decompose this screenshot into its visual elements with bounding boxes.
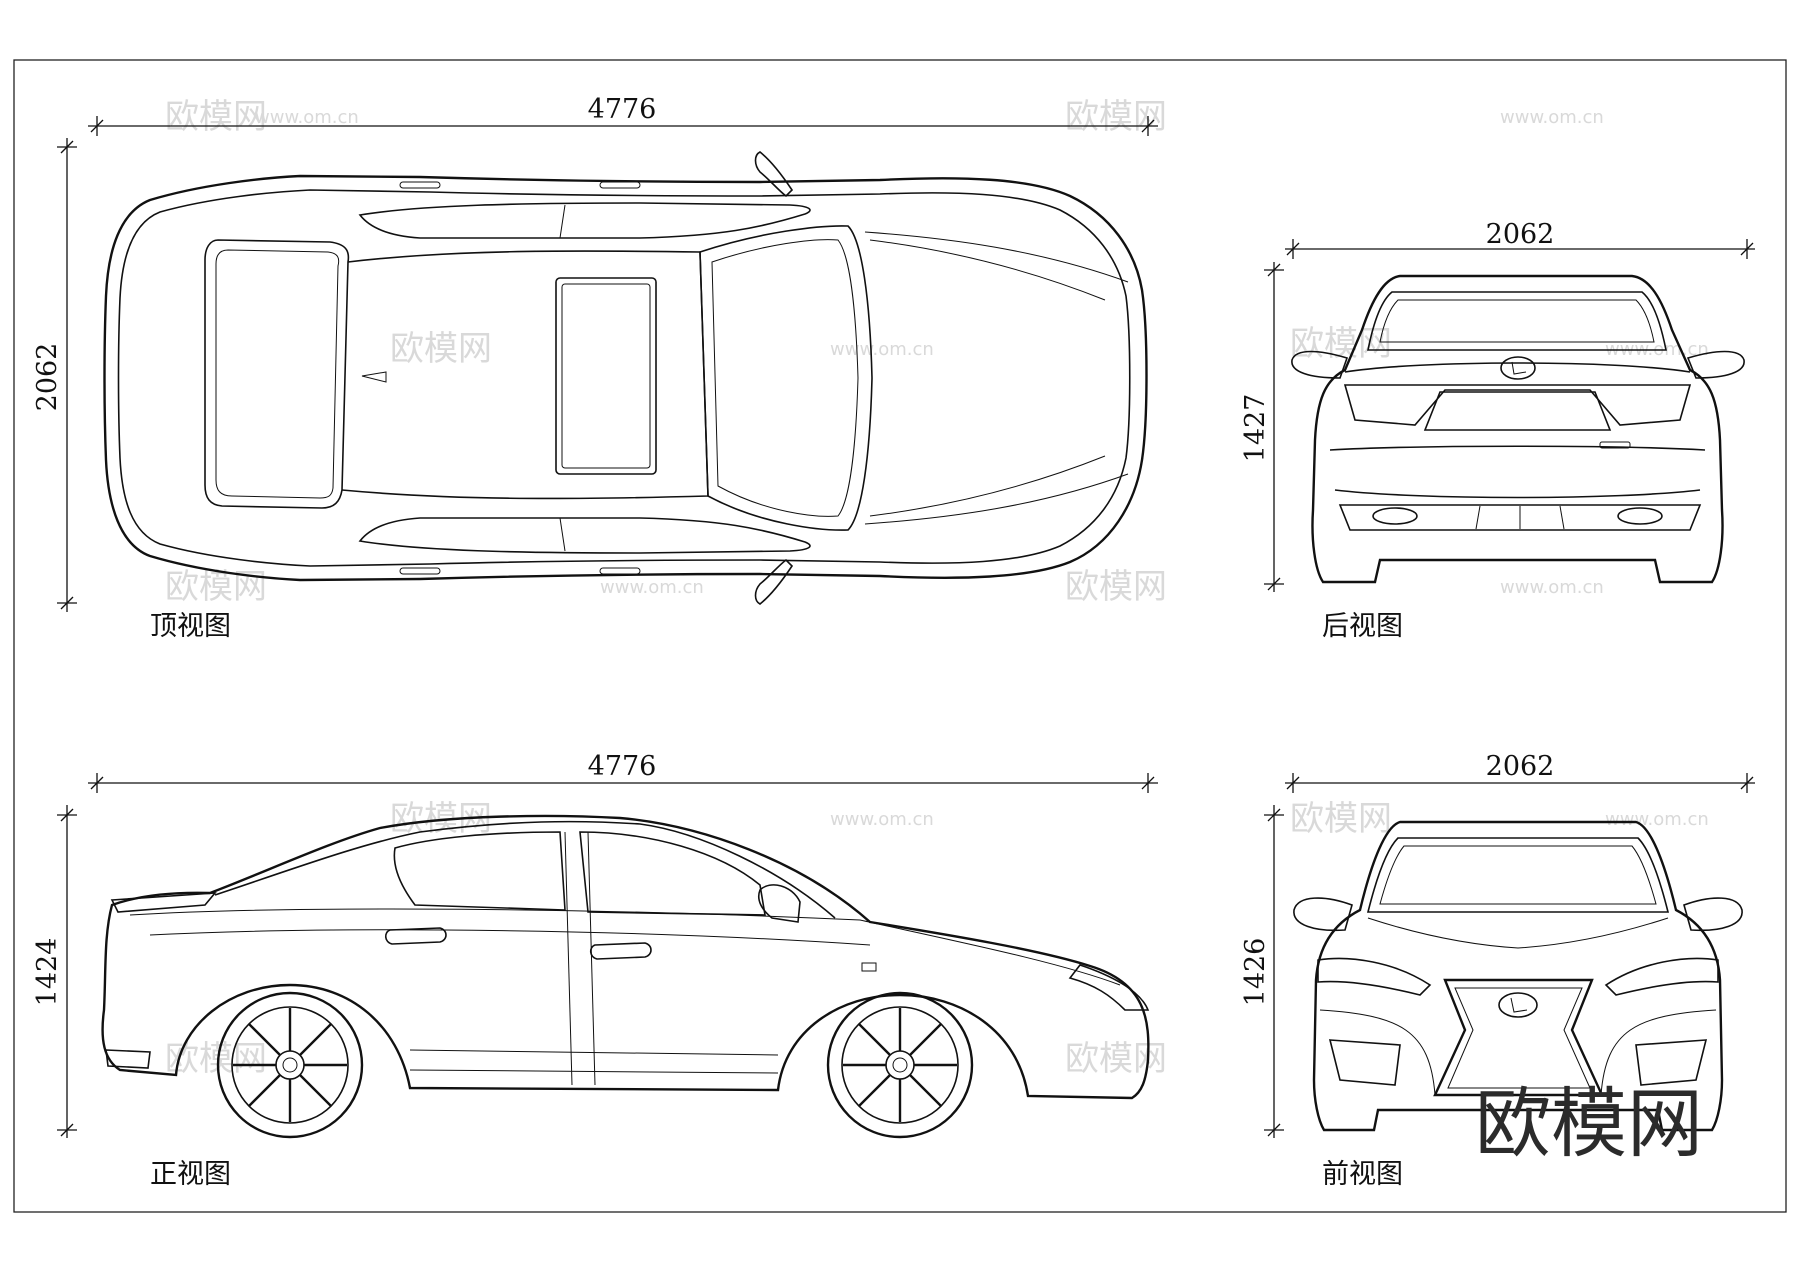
side-mirror [757, 884, 801, 923]
watermark-brand: 欧模网 [1065, 97, 1167, 137]
watermark-url: www.om.cn [830, 339, 934, 360]
side-view: 4776 1424 [32, 751, 1158, 1190]
front-body-outline [1312, 820, 1724, 1132]
top-length-label: 4776 [588, 94, 657, 125]
front-spindle-grille [1433, 978, 1604, 1097]
rear-lexus-emblem [1500, 356, 1536, 380]
rear-body-outline [1311, 274, 1724, 584]
side-exhaust [105, 1049, 151, 1069]
side-front-door-handle [589, 942, 652, 960]
top-side-window-upper [358, 202, 811, 239]
front-mirror-left [1293, 897, 1353, 932]
top-body-outline [103, 174, 1148, 582]
watermarks: 欧模网 www.om.cn 欧模网 www.om.cn 欧模网 www.om.c… [165, 97, 1709, 1079]
side-height-dimension: 1424 [32, 805, 77, 1138]
rear-width-dimension: 2062 [1285, 219, 1755, 259]
watermark-brand: 欧模网 [1065, 1039, 1167, 1079]
side-front-wheel [826, 991, 974, 1139]
watermark-url: www.om.cn [255, 107, 359, 128]
brand-watermark: 欧模网 [1475, 1079, 1703, 1168]
top-body-inner [117, 189, 1131, 567]
top-view-caption: 顶视图 [150, 611, 231, 642]
drawing-frame [13, 59, 1787, 1213]
watermark-url: www.om.cn [600, 577, 704, 598]
side-rear-door-window [393, 831, 566, 911]
watermark-brand: 欧模网 [1290, 324, 1392, 364]
top-view: 4776 2062 [32, 94, 1158, 642]
rear-window [1367, 291, 1667, 351]
front-intake-left [1328, 1039, 1401, 1086]
watermark-brand: 欧模网 [165, 1039, 267, 1079]
top-rear-glass [204, 239, 350, 509]
top-width-dimension: 2062 [32, 138, 77, 612]
front-height-label: 1426 [1240, 938, 1271, 1007]
top-mirror-lower [754, 558, 794, 605]
side-height-label: 1424 [32, 938, 63, 1007]
front-headlight-left [1317, 957, 1432, 996]
front-view: 2062 1426 前视图 [1240, 751, 1755, 1190]
top-roof [341, 250, 709, 500]
watermark-url: www.om.cn [1500, 577, 1604, 598]
front-lexus-emblem [1498, 992, 1538, 1018]
rear-mirror-left [1291, 350, 1349, 379]
top-windshield [699, 225, 873, 531]
side-rear-spoiler [110, 892, 217, 913]
rear-exhaust-right [1617, 507, 1663, 525]
watermark-brand: 欧模网 [390, 329, 492, 369]
top-width-label: 2062 [32, 343, 63, 412]
side-rear-wheel [216, 991, 364, 1139]
watermark-url: www.om.cn [1605, 809, 1709, 830]
front-height-dimension: 1426 [1240, 805, 1284, 1138]
front-view-caption: 前视图 [1322, 1159, 1403, 1190]
watermark-brand: 欧模网 [1290, 799, 1392, 839]
rear-taillight-band [1343, 384, 1692, 426]
rear-diffuser [1338, 504, 1702, 531]
top-side-window-lower [358, 517, 811, 554]
front-width-label: 2062 [1486, 751, 1555, 782]
rear-mirror-right [1686, 350, 1745, 379]
watermark-brand: 欧模网 [165, 97, 267, 137]
rear-width-label: 2062 [1486, 219, 1555, 250]
side-greenhouse [214, 820, 836, 919]
front-mirror-right [1683, 897, 1743, 932]
watermark-brand: 欧模网 [165, 567, 267, 607]
side-rear-door-handle [384, 927, 447, 945]
rear-view: 2062 1427 后视图 [1240, 219, 1755, 642]
front-headlight-right [1604, 957, 1719, 996]
watermark-url: www.om.cn [1500, 107, 1604, 128]
side-front-door-window [579, 831, 766, 916]
front-windshield [1366, 837, 1670, 913]
side-length-label: 4776 [588, 751, 657, 782]
side-view-caption: 正视图 [150, 1159, 231, 1190]
front-intake-right [1635, 1039, 1708, 1086]
top-sunroof [555, 277, 657, 475]
rear-exhaust-left [1372, 507, 1418, 525]
watermark-url: www.om.cn [830, 809, 934, 830]
top-mirror-upper [754, 151, 794, 198]
watermark-brand: 欧模网 [1065, 567, 1167, 607]
side-body-outline [101, 814, 1150, 1100]
rear-height-dimension: 1427 [1240, 262, 1284, 592]
rear-height-label: 1427 [1240, 394, 1271, 463]
top-length-dimension: 4776 [88, 94, 1158, 136]
rear-view-caption: 后视图 [1322, 611, 1403, 642]
front-width-dimension: 2062 [1285, 751, 1755, 793]
rear-plate-recess [1423, 391, 1612, 431]
side-length-dimension: 4776 [88, 751, 1158, 793]
